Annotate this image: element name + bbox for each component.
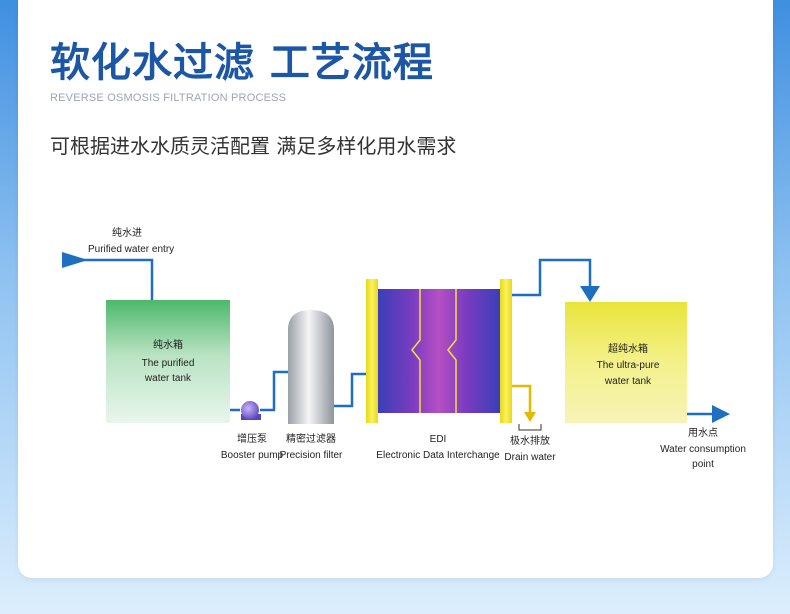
entry-en-label: Purified water entry [88, 244, 174, 255]
booster-pump-icon [241, 401, 261, 420]
precision-filter-icon [288, 310, 334, 424]
edi-title-label: EDI [430, 434, 447, 445]
drain-en-label: Drain water [504, 452, 556, 463]
use-en-label-1: Water consumption [660, 444, 746, 455]
page-subtitle-en: REVERSE OSMOSIS FILTRATION PROCESS [50, 92, 287, 104]
entry-arrow-icon [62, 252, 88, 268]
drain-bracket [518, 424, 542, 431]
uptank-en-label-1: The ultra-pure [597, 360, 660, 371]
tagline: 可根据进水水质灵活配置 满足多样化用水需求 [50, 134, 457, 158]
edi-module [366, 279, 512, 423]
edi-to-ultra-pipe [512, 258, 592, 297]
tank-cn-label: 纯水箱 [153, 338, 183, 351]
filter-cn-label: 精密过滤器 [286, 432, 336, 445]
ultra-pure-water-tank [565, 302, 687, 423]
purified-water-tank [106, 300, 230, 423]
page-title: 软化水过滤 工艺流程 [50, 40, 434, 86]
drain-cn-label: 极水排放 [510, 434, 550, 447]
drain-arrow-icon [524, 412, 536, 422]
pump-en-label: Booster pump [221, 450, 284, 461]
drain-pipe [512, 384, 532, 414]
use-point-arrow-icon [712, 405, 730, 423]
use-en-label-2: point [692, 459, 714, 470]
pump-cn-label: 增压泵 [237, 432, 267, 445]
filter-en-label: Precision filter [280, 450, 343, 461]
filter-to-edi-pipe [334, 372, 366, 408]
ultra-inlet-arrow-icon [580, 286, 600, 302]
pump-to-filter-pipe [260, 370, 288, 412]
tank-en-label-2: water tank [144, 373, 192, 384]
uptank-cn-label: 超纯水箱 [608, 342, 648, 355]
entry-cn-label: 纯水进 [112, 226, 142, 239]
edi-en-label: Electronic Data Interchange [376, 450, 500, 461]
entry-pipe [70, 258, 154, 300]
uptank-en-label-2: water tank [604, 376, 652, 387]
tank-en-label-1: The purified [142, 358, 195, 369]
use-cn-label: 用水点 [688, 427, 718, 439]
